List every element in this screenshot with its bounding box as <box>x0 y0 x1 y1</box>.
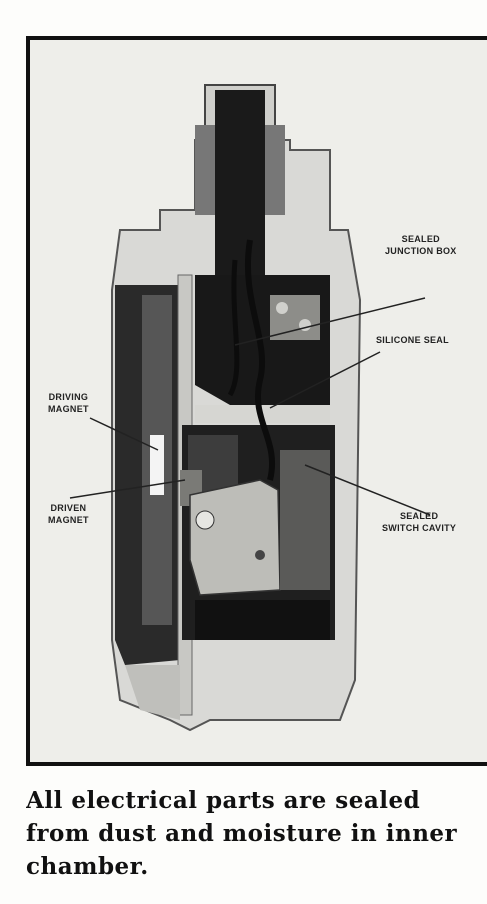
label-sealed-junction-box: SEALED JUNCTION BOX <box>385 234 457 256</box>
microswitch <box>280 450 330 590</box>
switch-cutaway-illustration <box>30 40 487 762</box>
wire-2 <box>227 259 240 397</box>
label-driven-magnet: DRIVEN MAGNET <box>48 503 89 525</box>
leader-silicone-seal <box>269 351 381 409</box>
cavity-base <box>195 600 330 640</box>
leader-driven-magnet <box>69 479 186 499</box>
bracket-screw-1 <box>195 510 215 530</box>
terminal-block <box>270 295 320 340</box>
gland-left <box>195 125 215 215</box>
cutaway-photo: SEALED JUNCTION BOX SILICONE SEAL DRIVIN… <box>26 36 487 766</box>
bottom-cap <box>125 665 180 720</box>
caption-line: All electrical parts are sealed <box>26 787 421 814</box>
gland-right <box>265 125 285 215</box>
leader-switch-cavity <box>304 464 431 516</box>
figure-caption: All electrical parts are sealed from dus… <box>26 784 487 883</box>
bracket-screw-2 <box>255 550 265 560</box>
leader-driving-magnet <box>89 417 159 451</box>
label-silicone-seal: SILICONE SEAL <box>376 335 449 345</box>
terminal-screw-1 <box>276 302 288 314</box>
label-sealed-switch-cavity: SEALED SWITCH CAVITY <box>382 511 457 533</box>
wire-1 <box>244 239 275 481</box>
caption-line: from dust and moisture in inner <box>26 820 458 847</box>
label-driving-magnet: DRIVING MAGNET <box>48 392 89 414</box>
switch-bracket <box>189 479 281 596</box>
caption-line: chamber. <box>26 853 149 880</box>
cable-entry <box>215 90 265 295</box>
driving-magnet <box>150 435 164 495</box>
leader-junction-box <box>234 297 426 346</box>
